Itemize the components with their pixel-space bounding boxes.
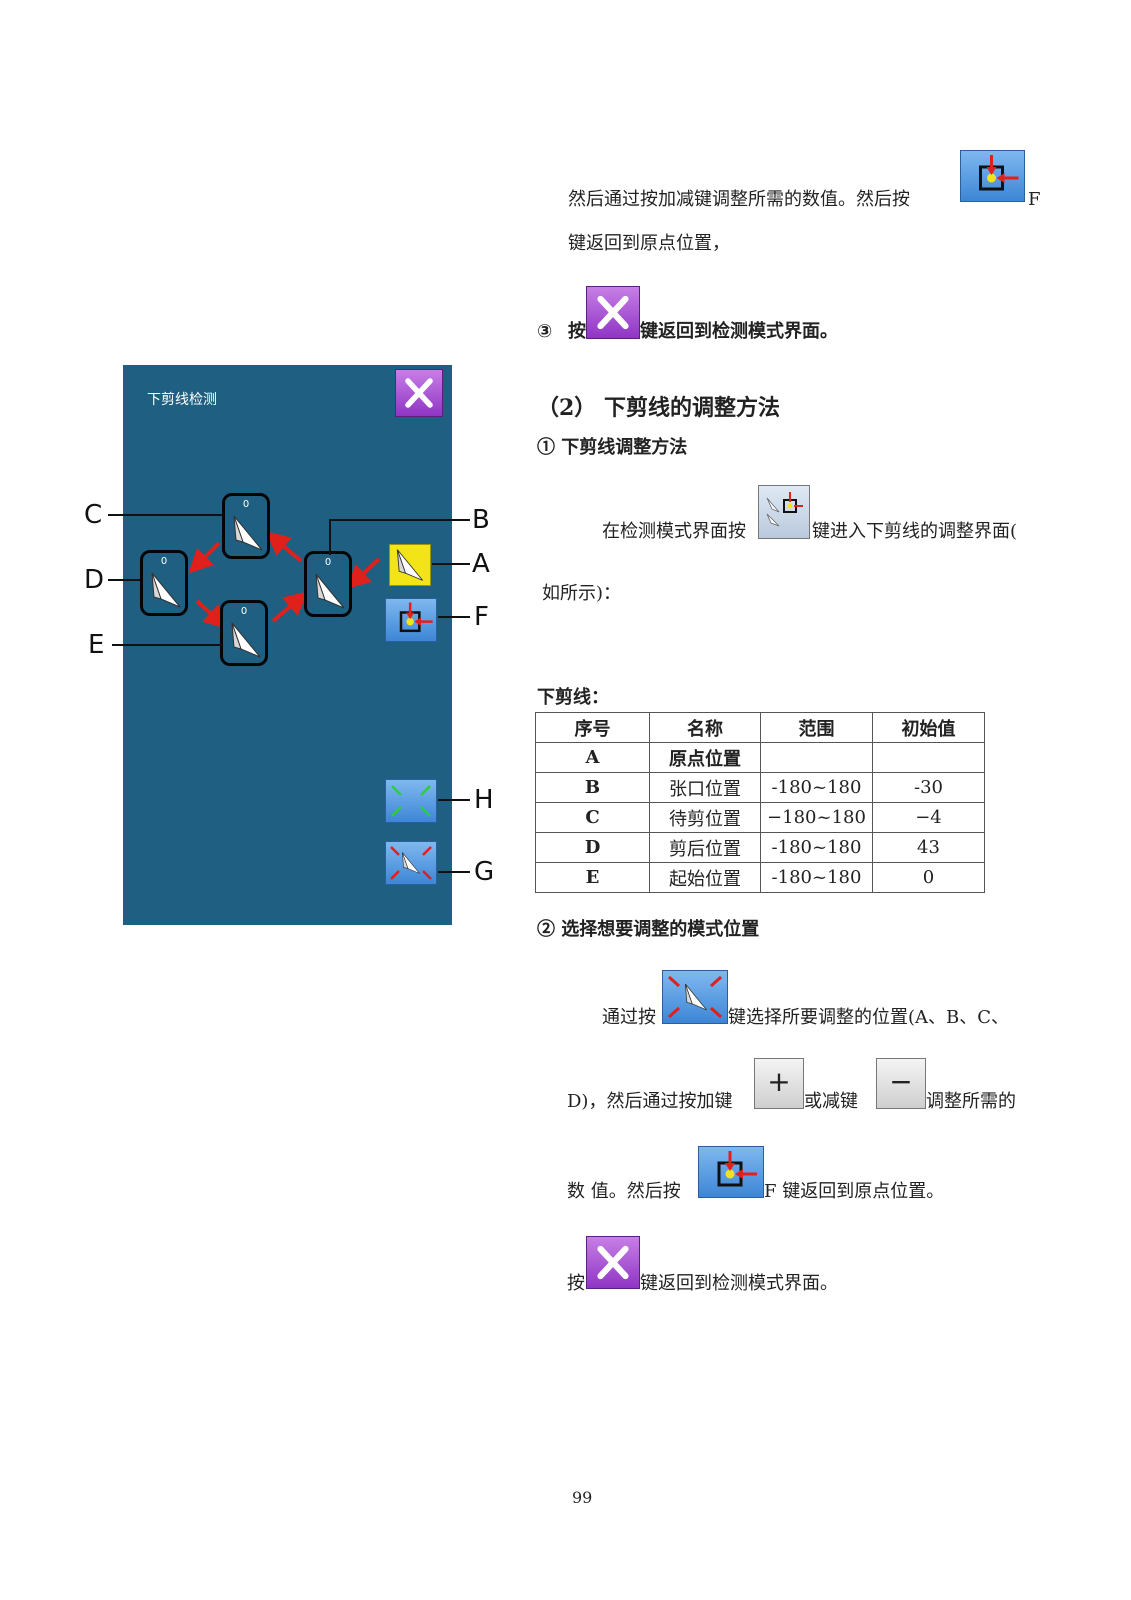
trim-adjust-icon <box>766 492 803 527</box>
table-cell: -180~180 <box>760 832 873 863</box>
select-position-button-inline[interactable] <box>662 970 728 1024</box>
arrow-a-b <box>346 557 381 590</box>
plus-icon: + <box>767 1065 791 1098</box>
callout-f: F <box>474 602 489 632</box>
arrow-d-e <box>195 599 228 630</box>
sub2-line4-b: 键返回到检测模式界面。 <box>640 1273 838 1294</box>
table-row: A 原点位置 <box>535 742 985 773</box>
step3-text: 键返回到检测模式界面。 <box>640 321 838 342</box>
sub2-line1-b: 键选择所要调整的位置(A、B、C、 <box>728 1007 1010 1028</box>
step-f-line2: 键返回到原点位置， <box>568 233 730 254</box>
table-header: 初始值 <box>872 712 985 743</box>
close-button-inline[interactable] <box>586 1236 640 1289</box>
arrow-c-d <box>188 541 221 574</box>
plus-button[interactable]: + <box>754 1058 804 1109</box>
table-header: 范围 <box>760 712 873 743</box>
table-cell: A <box>535 742 650 773</box>
select-position-button[interactable] <box>385 841 437 885</box>
sub2-line2-b: 或减键 <box>804 1091 858 1112</box>
flow-arrows <box>188 531 381 630</box>
callout-c: C <box>84 500 103 530</box>
table-cell: 张口位置 <box>649 772 761 803</box>
step-f-line1: 然后通过按加减键调整所需的数值。然后按 <box>568 189 910 210</box>
enter-text-c: 如所示)： <box>542 583 622 604</box>
sub2-line2-c: 调整所需的 <box>926 1091 1016 1112</box>
table-cell: 待剪位置 <box>649 802 761 833</box>
callout-e: E <box>88 630 105 660</box>
expand-arrows-icon <box>391 785 431 817</box>
table-cell: B <box>535 772 650 803</box>
table-cell: -180~180 <box>760 772 873 803</box>
node-c[interactable]: 0 <box>222 493 270 559</box>
sub2-line2-a: D)，然后通过按加键 <box>567 1091 733 1112</box>
callout-lines <box>108 514 470 873</box>
table-row: C 待剪位置 −180~180 −4 <box>535 802 985 833</box>
origin-icon <box>699 1147 763 1197</box>
table-cell: -180~180 <box>760 862 873 893</box>
callout-a: A <box>472 549 490 579</box>
panel-origin-button[interactable] <box>385 598 437 642</box>
page-number: 99 <box>572 1488 593 1507</box>
callout-d: D <box>84 565 105 595</box>
table-cell: E <box>535 862 650 893</box>
table-header: 名称 <box>649 712 761 743</box>
panel-title: 下剪线检测 <box>147 392 217 408</box>
table-cell <box>760 742 873 773</box>
enter-text-a: 在检测模式界面按 <box>602 521 746 542</box>
table-cell: C <box>535 802 650 833</box>
trimmer-detect-screen: 下剪线检测 0 0 0 0 <box>123 365 452 925</box>
close-icon <box>587 1237 639 1288</box>
callout-b: B <box>472 505 490 535</box>
table-caption: 下剪线： <box>537 687 609 708</box>
table-cell: 43 <box>872 832 985 863</box>
callout-g: G <box>474 857 495 887</box>
step-f-suffix: F <box>1028 189 1041 210</box>
section-sub1: ① 下剪线调整方法 <box>537 437 688 458</box>
trimmer-table: 序号 名称 范围 初始值 A 原点位置 B 张口位置 -180~180 -30 … <box>535 712 985 893</box>
sub2-line3-a: 数 值。然后按 <box>567 1181 681 1202</box>
origin-position-button[interactable] <box>389 544 431 586</box>
node-d[interactable]: 0 <box>140 550 188 616</box>
zoom-button[interactable] <box>385 779 437 823</box>
table-header-row: 序号 名称 范围 初始值 <box>535 712 985 743</box>
node-e[interactable]: 0 <box>220 600 268 666</box>
table-row: E 起始位置 -180~180 0 <box>535 862 985 893</box>
step3-num: ③ <box>537 321 553 342</box>
table-header: 序号 <box>535 712 650 743</box>
table-row: D 剪后位置 -180~180 43 <box>535 832 985 863</box>
section-heading: （2） 下剪线的调整方法 <box>537 395 780 421</box>
table-cell: −180~180 <box>760 802 873 833</box>
panel-close-button[interactable] <box>395 369 443 417</box>
enter-text-b: 键进入下剪线的调整界面( <box>812 521 1018 542</box>
close-button[interactable] <box>586 286 640 339</box>
table-cell: 原点位置 <box>649 742 761 773</box>
sub2-heading: ② 选择想要调整的模式位置 <box>537 919 760 940</box>
arrow-b-c <box>265 531 303 563</box>
table-cell: −4 <box>872 802 985 833</box>
table-cell: -30 <box>872 772 985 803</box>
select-position-icon <box>390 846 432 880</box>
trim-adjust-button[interactable] <box>758 485 810 539</box>
table-row: B 张口位置 -180~180 -30 <box>535 772 985 803</box>
sub2-line1-a: 通过按 <box>602 1007 656 1028</box>
table-cell: 剪后位置 <box>649 832 761 863</box>
minus-icon: − <box>889 1065 913 1098</box>
table-cell: D <box>535 832 650 863</box>
origin-button-inline[interactable] <box>698 1146 764 1198</box>
table-cell: 0 <box>872 862 985 893</box>
sub2-line3-b: F 键返回到原点位置。 <box>764 1181 945 1202</box>
minus-button[interactable]: − <box>876 1058 926 1109</box>
arrow-e-b <box>271 591 309 623</box>
origin-button[interactable] <box>960 150 1025 202</box>
step3-prefix: 按 <box>568 321 586 342</box>
table-cell: 起始位置 <box>649 862 761 893</box>
callout-h: H <box>474 785 494 815</box>
sub2-line4-a: 按 <box>567 1273 585 1294</box>
select-position-icon <box>667 975 723 1019</box>
table-cell <box>872 742 985 773</box>
node-b[interactable]: 0 <box>304 551 352 617</box>
